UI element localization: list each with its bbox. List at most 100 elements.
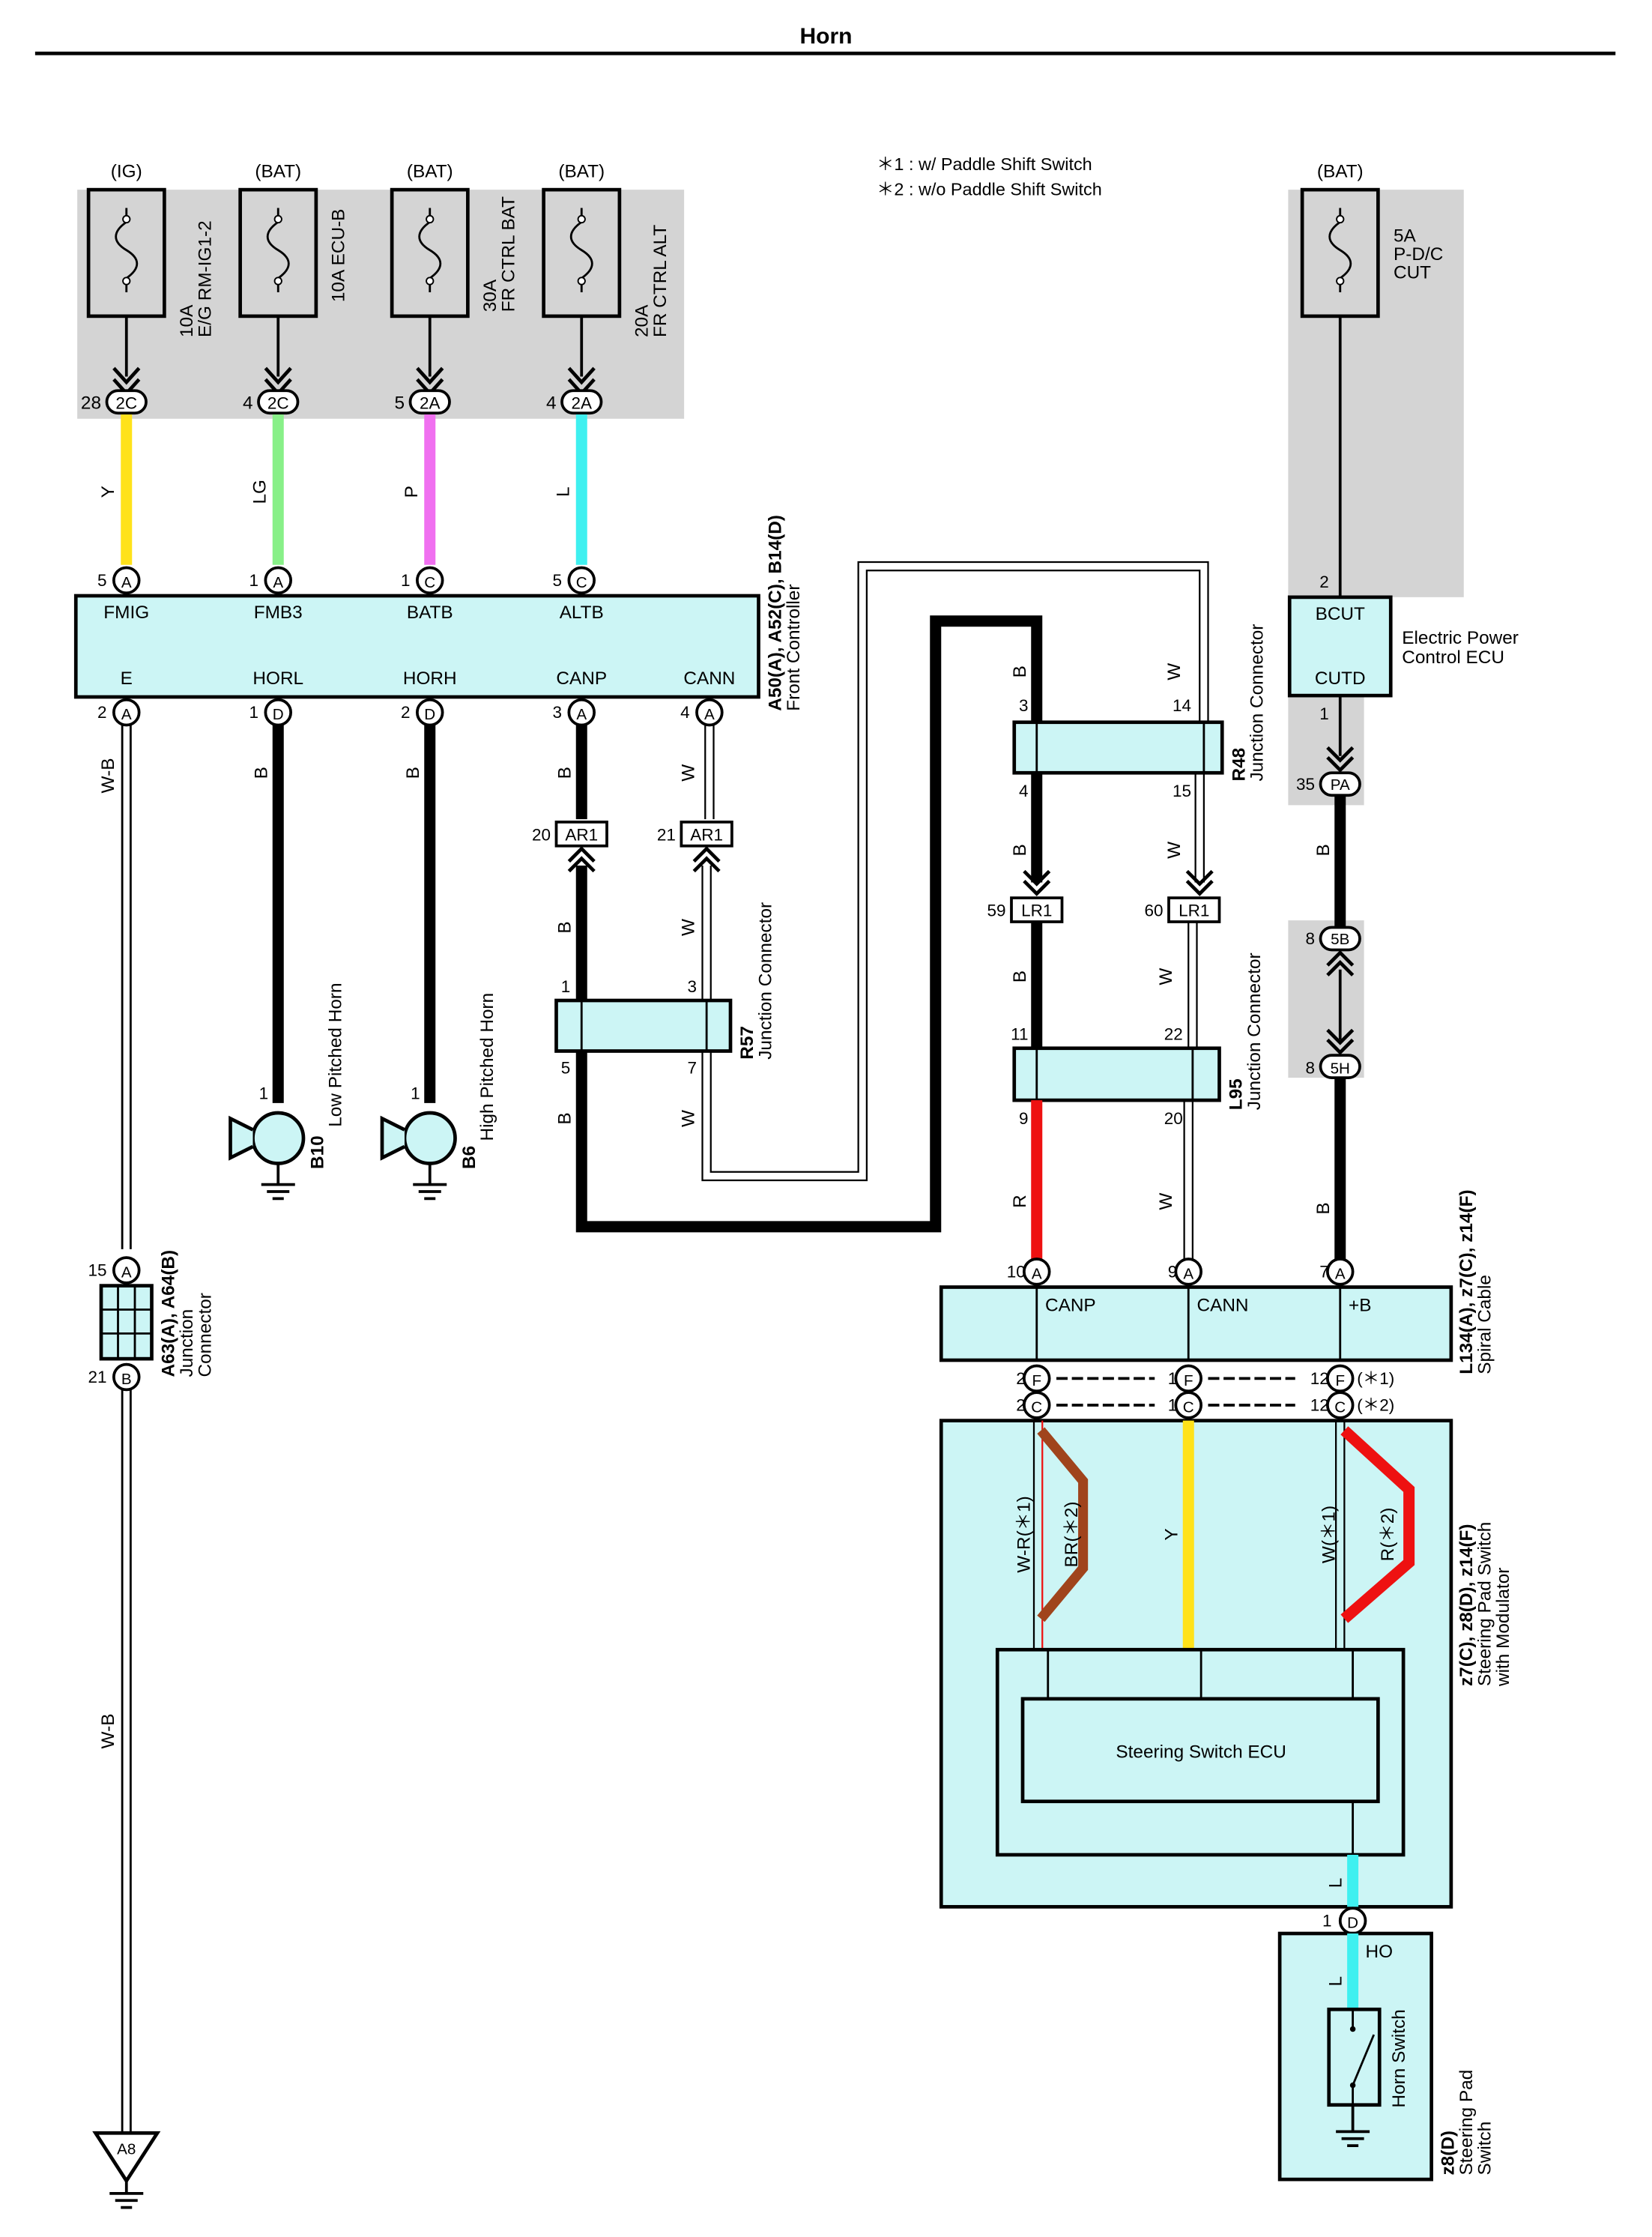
svg-text:A: A [1183, 1265, 1193, 1282]
svg-text:15: 15 [1173, 782, 1191, 800]
high-pitched-horn: B 1 B6 High Pitched Horn [380, 725, 497, 1201]
diagram-title: Horn [800, 24, 853, 49]
l95-label: L95 Junction Connector [1226, 953, 1265, 1110]
svg-text:1: 1 [249, 703, 258, 722]
svg-text:W-R(＊1): W-R(＊1) [1014, 1496, 1034, 1572]
svg-text:F: F [1335, 1372, 1345, 1389]
svg-text:5: 5 [561, 1059, 571, 1078]
svg-text:W-B: W-B [98, 1714, 118, 1749]
svg-text:W: W [1164, 842, 1184, 859]
svg-text:8: 8 [1305, 1059, 1315, 1078]
svg-text:BCUT: BCUT [1316, 604, 1365, 624]
svg-text:7: 7 [687, 1059, 697, 1078]
svg-text:F: F [1184, 1372, 1193, 1389]
svg-text:(IG): (IG) [111, 161, 142, 181]
ground-a8: A8 [92, 2131, 161, 2209]
svg-text:HORL: HORL [252, 668, 303, 689]
svg-text:W: W [678, 1110, 698, 1127]
svg-text:LG: LG [249, 480, 270, 504]
svg-text:B: B [403, 767, 423, 779]
svg-text:HO: HO [1366, 1942, 1394, 1962]
r57-label: R57 Junction Connector [737, 902, 775, 1060]
a63-label: A63(A), A64(B) Junction Connector [159, 1245, 216, 1377]
svg-text:(＊1): (＊1) [1357, 1369, 1394, 1388]
svg-text:Horn Switch: Horn Switch [1389, 2009, 1409, 2107]
svg-text:(BAT): (BAT) [558, 161, 605, 181]
svg-text:R: R [1010, 1195, 1030, 1208]
svg-text:L: L [1326, 1976, 1346, 1987]
svg-text:3: 3 [1019, 696, 1029, 715]
svg-text:B: B [554, 767, 575, 779]
svg-text:1: 1 [561, 977, 571, 996]
svg-text:1: 1 [1168, 1396, 1178, 1415]
epc-name: Electric Power Control ECU [1402, 628, 1523, 668]
r48-label: R48 Junction Connector [1229, 624, 1267, 782]
svg-text:3: 3 [687, 977, 697, 996]
svg-text:A: A [1335, 1265, 1346, 1282]
svg-text:9: 9 [1019, 1109, 1029, 1128]
fuse-3: (BAT) 30A FR CTRL BAT 5 2A P [390, 161, 518, 565]
svg-text:LR1: LR1 [1179, 902, 1209, 920]
svg-text:12: 12 [1310, 1369, 1329, 1388]
svg-text:15: 15 [88, 1261, 106, 1280]
svg-text:A: A [121, 574, 132, 591]
svg-text:C: C [424, 574, 435, 591]
svg-text:1: 1 [411, 1084, 420, 1102]
svg-text:CUTD: CUTD [1315, 668, 1366, 689]
fuse-1: (IG) 10A E/G RM-IG1-2 28 2C Y [81, 161, 215, 565]
wb-ground-line: W-B [98, 725, 132, 1249]
steering-pad-switch-modulator: W-R(＊1) BR(＊2) Y W(＊1) R(＊2) Steering Sw… [939, 1419, 1513, 1909]
svg-text:35: 35 [1296, 775, 1315, 794]
svg-text:W: W [1156, 1193, 1176, 1210]
svg-text:BATB: BATB [407, 603, 453, 623]
svg-text:4: 4 [546, 393, 557, 414]
svg-text:5H: 5H [1331, 1060, 1350, 1078]
pa-5b-5h-chain: 35 PA B 8 5B 8 5H B [1296, 771, 1361, 1259]
svg-text:2A: 2A [571, 394, 592, 413]
svg-text:D: D [424, 706, 435, 723]
horn-switch-label: z8(D) Steering Pad Switch [1438, 2065, 1495, 2176]
svg-text:2: 2 [401, 703, 411, 722]
low-pitched-horn: B 1 B10 Low Pitched Horn [229, 725, 346, 1201]
sps-label: z7(C), z8(D), z14(F) Steering Pad Switch… [1456, 1517, 1513, 1687]
svg-text:9: 9 [1168, 1262, 1178, 1281]
svg-text:3: 3 [552, 703, 562, 722]
svg-text:A: A [576, 706, 587, 723]
svg-text:W(＊1): W(＊1) [1319, 1506, 1339, 1563]
svg-text:B: B [1010, 844, 1030, 856]
svg-text:B: B [1313, 844, 1334, 856]
svg-text:5B: 5B [1331, 931, 1349, 948]
l95-junction-connector: 11 22 9 20 L95 Junction Connector [1011, 953, 1265, 1128]
svg-text:B: B [554, 921, 575, 933]
svg-text:C: C [1031, 1398, 1042, 1416]
svg-text:5: 5 [394, 393, 405, 414]
svg-text:+B: +B [1349, 1295, 1371, 1315]
svg-text:P: P [402, 486, 422, 498]
svg-text:(BAT): (BAT) [1317, 161, 1364, 181]
svg-text:E: E [121, 668, 133, 689]
svg-text:4: 4 [1019, 782, 1029, 800]
fuse-1-text: 10A E/G RM-IG1-2 [177, 220, 215, 337]
svg-text:W-B: W-B [98, 758, 118, 794]
fuse-2-text: 10A ECU-B [328, 209, 348, 303]
svg-text:2: 2 [1016, 1369, 1026, 1388]
svg-text:C: C [1334, 1398, 1346, 1416]
svg-text:28: 28 [81, 393, 101, 414]
canp-black-loop: B B [554, 615, 1043, 1233]
cann-white-loop: W W [678, 561, 1209, 1182]
pdc-area [1288, 190, 1464, 597]
svg-text:5: 5 [552, 571, 562, 590]
svg-text:1: 1 [259, 1084, 269, 1102]
svg-text:Y: Y [98, 486, 118, 498]
svg-text:1: 1 [1319, 704, 1329, 723]
svg-text:CANN: CANN [1197, 1295, 1249, 1315]
svg-text:11: 11 [1011, 1025, 1028, 1044]
horn-switch: 1 D HO L Horn Switch z8(D) Steering Pad … [1277, 1907, 1495, 2182]
svg-text:CANP: CANP [1045, 1295, 1096, 1315]
lr1-connectors: 59 LR1 60 LR1 B W [987, 896, 1221, 1048]
fuse-2: (BAT) 10A ECU-B 4 2C LG [238, 161, 348, 565]
svg-text:F: F [1032, 1372, 1041, 1389]
svg-text:2: 2 [1016, 1396, 1026, 1415]
svg-text:L: L [1326, 1878, 1346, 1889]
